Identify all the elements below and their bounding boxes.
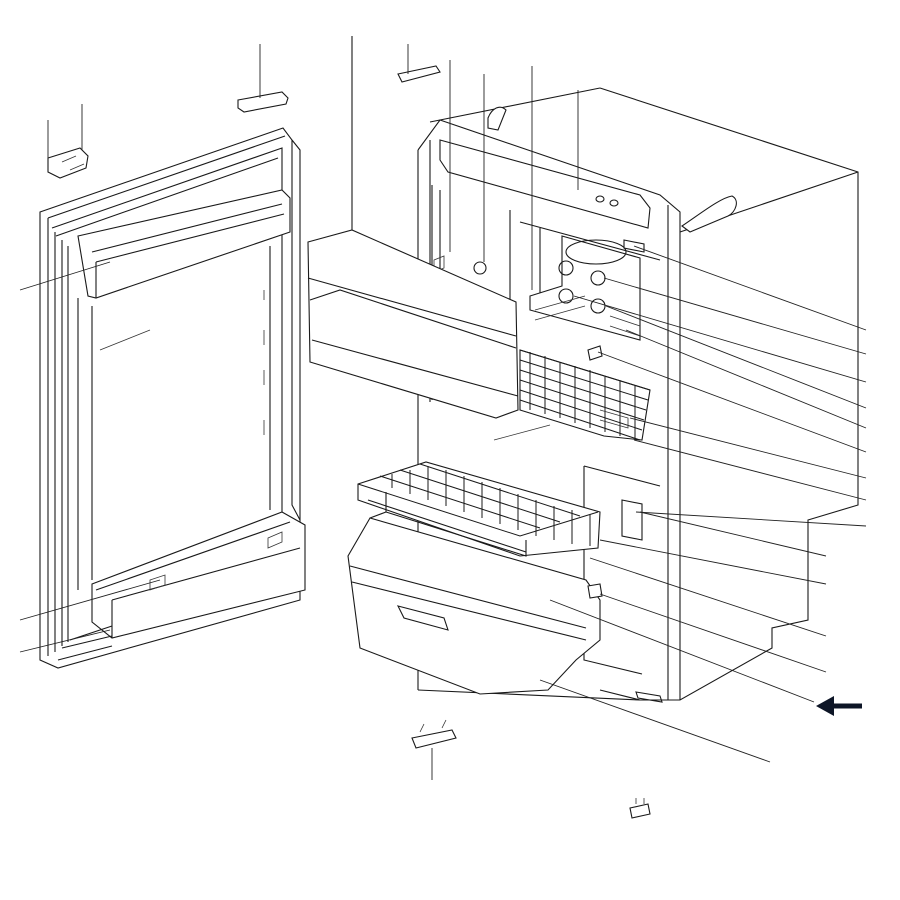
door-bottom-bin xyxy=(91,511,306,639)
lower-wire-shelf xyxy=(357,461,601,557)
crisper-cover-panel xyxy=(307,36,519,419)
bottom-hinge-right xyxy=(629,803,651,819)
door-top-bin xyxy=(77,189,291,299)
arrow-left-icon xyxy=(816,696,862,716)
door-hinge-parts xyxy=(47,91,289,179)
bottom-hinge-parts xyxy=(411,719,651,819)
door-top-catch xyxy=(47,147,89,179)
crisper-drawer xyxy=(347,511,603,695)
upper-wire-shelf xyxy=(519,349,651,441)
shelf-clip xyxy=(587,345,603,361)
cabinet-top-hinge xyxy=(397,65,441,83)
cabinet-top-handle-right xyxy=(681,195,737,233)
top-hinge-bracket xyxy=(237,91,289,113)
thermostat-housing xyxy=(621,499,643,541)
drawer-side-knob xyxy=(587,583,603,599)
leader-lines xyxy=(19,44,867,780)
cabinet-top-handle-left xyxy=(487,106,507,131)
freezer-unit xyxy=(529,235,641,341)
drawer-handle xyxy=(396,605,449,631)
door-assembly xyxy=(39,127,306,669)
bottom-hinge-left xyxy=(411,729,457,749)
control-panel xyxy=(439,139,651,229)
